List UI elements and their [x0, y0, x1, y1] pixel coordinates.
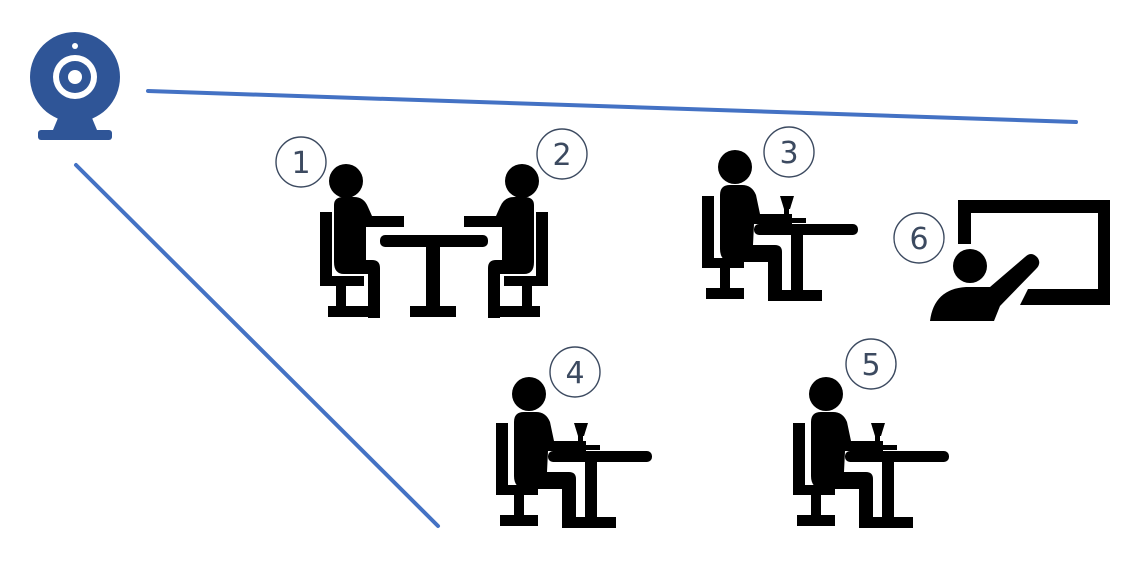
label-3: 3 — [763, 126, 815, 178]
label-4: 4 — [549, 346, 601, 398]
label-1: 1 — [275, 136, 327, 188]
person-at-desk-icon — [793, 377, 949, 528]
field-of-view-bottom-line — [74, 163, 440, 528]
svg-text:5: 5 — [861, 348, 880, 383]
person-at-desk-icon — [702, 150, 858, 301]
presenter-board-icon — [930, 200, 1110, 321]
svg-text:4: 4 — [565, 356, 584, 391]
label-6: 6 — [893, 212, 945, 264]
svg-text:2: 2 — [552, 138, 571, 173]
svg-text:1: 1 — [291, 146, 310, 181]
field-of-view-top-line — [146, 89, 1078, 124]
svg-text:6: 6 — [909, 222, 928, 257]
person-at-desk-icon — [496, 377, 652, 528]
label-5: 5 — [845, 338, 897, 390]
webcam-icon — [30, 32, 120, 140]
meeting-table-icon — [320, 164, 548, 318]
svg-text:3: 3 — [779, 136, 798, 171]
label-2: 2 — [536, 128, 588, 180]
